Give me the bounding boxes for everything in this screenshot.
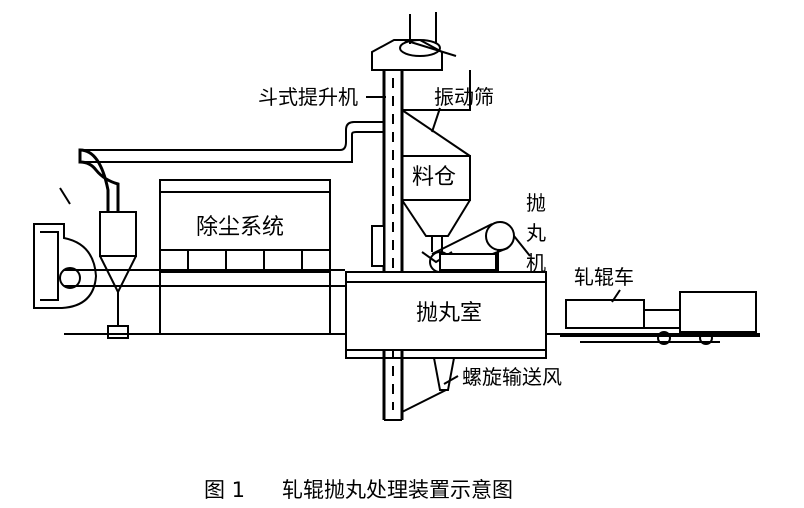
label-screw-conveyor: 螺旋输送风 [462,365,562,389]
label-hopper: 料仓 [412,165,456,190]
leader-lines [366,96,621,385]
dust-removal-unit [159,179,331,334]
label-dust-removal: 除尘系统 [196,215,284,240]
label-blast-chamber: 抛丸室 [416,301,482,326]
bucket-elevator [371,12,457,421]
shot-blasting-machine [429,221,515,273]
label-vibrating-screen: 振动筛 [434,85,494,109]
figure-title: 轧辊抛丸处理装置示意图 [282,478,513,502]
blast-chamber [345,271,547,413]
label-shot-blaster-2: 丸 [526,221,546,245]
label-bucket-elevator: 斗式提升机 [258,85,358,109]
exhaust-fan [33,223,98,309]
roll-car [560,291,760,345]
label-shot-blaster-3: 机 [526,251,546,275]
figure-number: 图 1 [204,478,245,502]
screen-and-hopper [401,70,471,264]
label-shot-blaster-1: 抛 [526,191,546,215]
label-roll-car: 轧辊车 [574,265,634,289]
air-duct [64,269,345,287]
